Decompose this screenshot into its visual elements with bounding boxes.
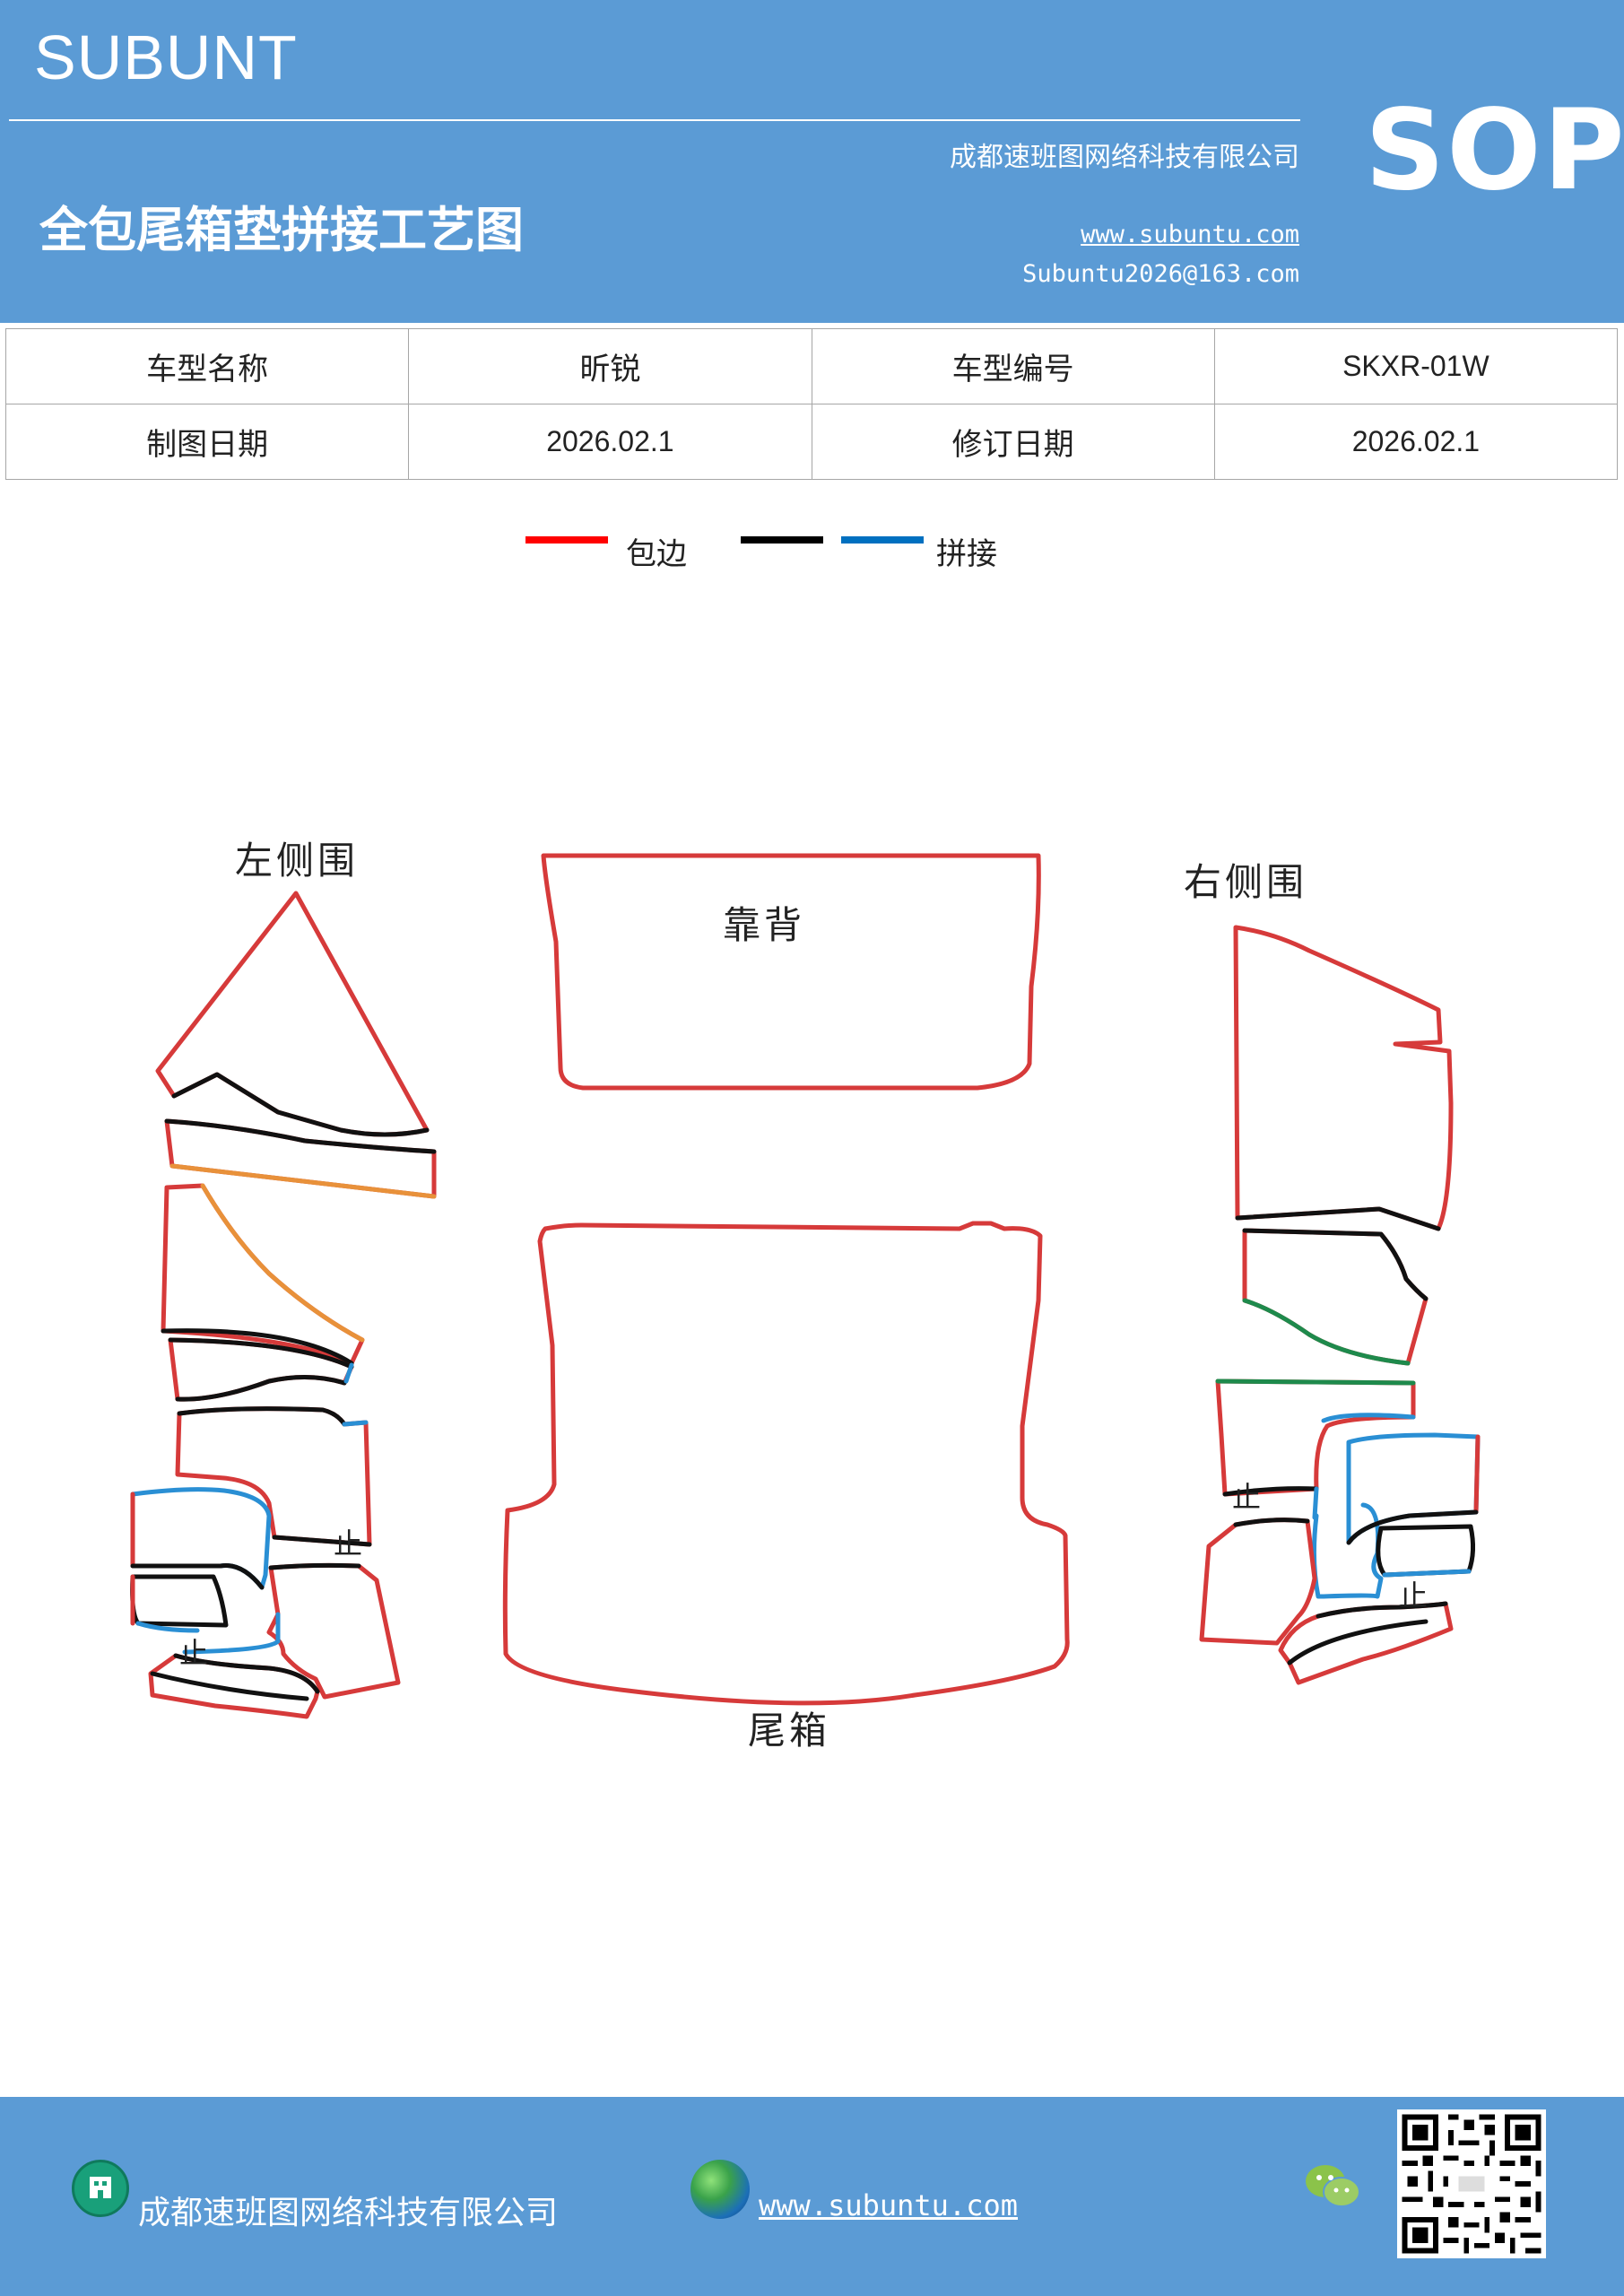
table-value: 2026.02.1 [408,404,812,480]
header: SUBUNT 成都速班图网络科技有限公司 全包尾箱垫拼接工艺图 www.subu… [0,0,1624,323]
table-value: SKXR-01W [1213,328,1619,404]
footer-company: 成都速班图网络科技有限公司 [138,2195,559,2231]
left-triangle [155,891,430,1137]
label-trunk: 尾箱 [748,1709,831,1752]
pattern-pieces [130,853,1481,1719]
website-link[interactable]: www.subuntu.com [1081,221,1299,248]
table-row: 制图日期 2026.02.1 修订日期 2026.02.1 [4,404,1619,480]
qr-code[interactable] [1397,2109,1546,2258]
header-divider [9,119,1300,121]
left-small-piece [130,1574,229,1628]
right-panel-2 [1242,1228,1429,1366]
document-title: 全包尾箱垫拼接工艺图 [39,202,524,258]
stop-mark: 止 [1399,1578,1429,1613]
trunk-mat-diagram: 左侧围 靠背 右侧围 尾箱 [0,807,1624,1794]
table-value: 2026.02.1 [1213,404,1619,480]
right-bottom-strip [1278,1601,1454,1685]
footer: 成都速班图网络科技有限公司 www.subuntu.com [0,2097,1624,2296]
table-label: 车型名称 [4,328,410,404]
stop-mark: 止 [334,1526,363,1561]
table-value: 昕锐 [408,328,812,404]
footer-website-link[interactable]: www.subuntu.com [759,2188,1018,2222]
contact-email[interactable]: Subuntu2026@163.com [1022,260,1299,288]
legend-swatch-edge [525,536,608,544]
right-small-piece [1376,1524,1476,1578]
line-legend: 包边 拼接 [0,529,1624,572]
left-lower-piece [266,1562,401,1700]
backrest-piece [541,853,1041,1091]
legend-swatch-seam [741,536,823,544]
legend-swatch-splice [841,536,924,544]
stop-mark: 止 [179,1636,209,1670]
right-main-piece [1233,925,1454,1231]
company-name: 成都速班图网络科技有限公司 [950,142,1299,173]
legend-label-splice: 拼接 [936,536,997,572]
table-label: 制图日期 [4,404,410,480]
legend-label-edge: 包边 [626,536,687,572]
building-icon [72,2160,129,2217]
stop-mark: 止 [1232,1480,1262,1514]
label-left-side: 左侧围 [235,839,360,883]
table-label: 修订日期 [811,404,1215,480]
brand-name: SUBUNT [34,22,298,92]
globe-icon [690,2160,750,2219]
trunk-piece [502,1221,1070,1706]
wechat-icon[interactable] [1302,2160,1365,2213]
label-backrest: 靠背 [723,903,806,947]
label-right-side: 右侧围 [1184,860,1308,904]
sop-badge: SOP [1365,86,1624,215]
table-label: 车型编号 [811,328,1215,404]
table-row: 车型名称 昕锐 车型编号 SKXR-01W [4,328,1619,404]
vehicle-info-table: 车型名称 昕锐 车型编号 SKXR-01W 制图日期 2026.02.1 修订日… [4,328,1619,480]
